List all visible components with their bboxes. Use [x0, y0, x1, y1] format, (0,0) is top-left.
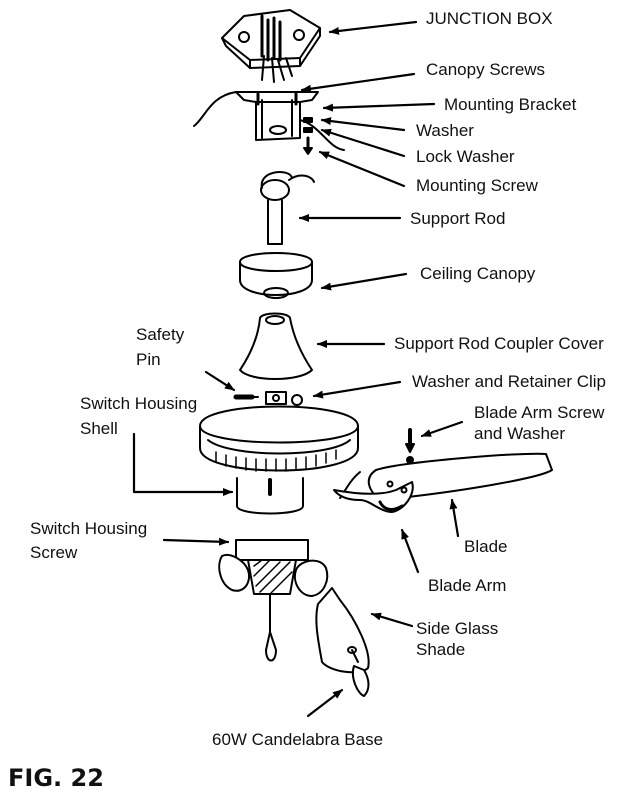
label-switch-housing-shell-line2: Shell	[80, 419, 118, 438]
label-safety-pin-line1: Safety	[136, 325, 185, 344]
safety-pin-part	[236, 392, 302, 405]
label-washer-retainer-clip: Washer and Retainer Clip	[412, 372, 607, 391]
label-lock-washer: Lock Washer	[416, 147, 515, 166]
label-blade: Blade	[464, 537, 508, 556]
switch-housing-shell-part	[237, 478, 303, 514]
blade-arm-screw-part	[406, 430, 414, 463]
support-rod-part	[261, 172, 314, 244]
label-mounting-screw: Mounting Screw	[416, 176, 538, 195]
mounting-screw-stack	[304, 118, 312, 154]
label-junction-box: JUNCTION BOX	[426, 9, 553, 28]
label-safety-pin-line2: Pin	[136, 350, 161, 369]
label-switch-housing-screw-line2: Screw	[30, 543, 78, 562]
coupler-cover-part	[240, 314, 312, 380]
label-support-rod: Support Rod	[410, 209, 506, 228]
label-mounting-bracket: Mounting Bracket	[444, 95, 577, 114]
label-blade-arm: Blade Arm	[428, 576, 507, 595]
label-candelabra-base: 60W Candelabra Base	[212, 730, 384, 749]
label-side-glass-shade-line1: Side Glass	[416, 619, 499, 638]
label-blade-arm-screw-line1: Blade Arm Screw	[474, 403, 605, 422]
label-switch-housing-screw-line1: Switch Housing	[30, 519, 148, 538]
label-blade-arm-screw-line2: and Washer	[474, 424, 566, 443]
label-washer: Washer	[416, 121, 474, 140]
label-side-glass-shade-line2: Shade	[416, 640, 466, 659]
label-canopy-screws: Canopy Screws	[426, 60, 546, 79]
motor-housing-part	[200, 407, 358, 472]
figure-caption: FIG. 22	[8, 764, 104, 792]
label-ceiling-canopy: Ceiling Canopy	[420, 264, 536, 283]
mounting-bracket-part	[194, 92, 344, 150]
side-glass-shade-part	[316, 588, 368, 696]
ceiling-canopy-part	[240, 253, 312, 298]
callout-arrows	[134, 22, 462, 716]
blade-arm-part	[334, 482, 413, 513]
light-kit-part	[219, 540, 327, 661]
label-switch-housing-shell-line1: Switch Housing	[80, 394, 198, 413]
junction-box-part	[222, 10, 320, 82]
label-support-rod-coupler-cover: Support Rod Coupler Cover	[394, 334, 604, 353]
